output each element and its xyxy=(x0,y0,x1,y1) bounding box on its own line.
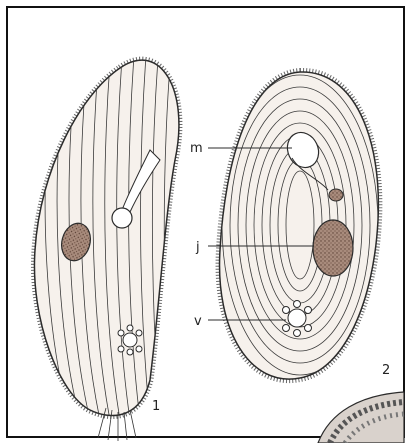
label-j: j xyxy=(195,240,200,255)
specimen-1: 1 xyxy=(34,55,178,441)
label-v: v xyxy=(194,314,202,329)
specimen-1-number: 1 xyxy=(152,399,160,414)
label-m: m xyxy=(190,141,203,156)
specimen-3-partial xyxy=(318,392,404,443)
specimen-2: m j v 2 xyxy=(190,72,390,379)
specimen-1-food-vacuole xyxy=(112,208,132,228)
specimen-2-food-vacuole xyxy=(329,189,343,201)
specimen-2-macronucleus xyxy=(313,220,353,276)
specimen-2-number: 2 xyxy=(382,363,390,378)
